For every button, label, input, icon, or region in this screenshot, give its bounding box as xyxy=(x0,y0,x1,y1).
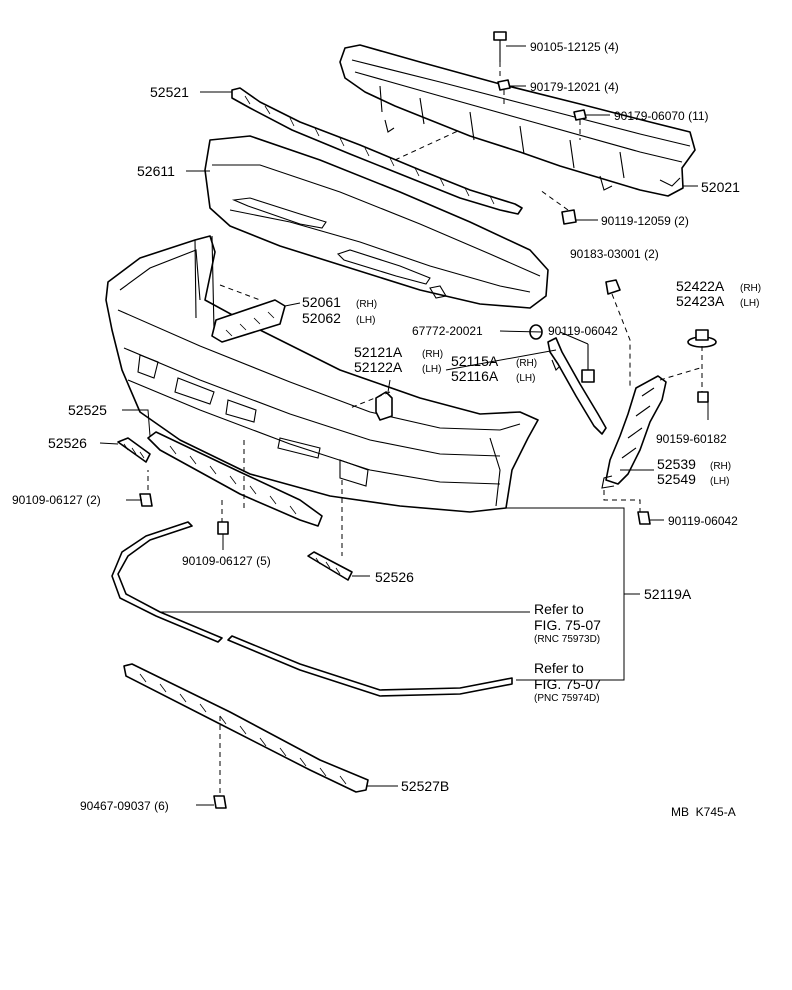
label-90105: 90105-12125 (4) xyxy=(530,40,619,54)
screw-90119-lower xyxy=(637,511,651,525)
label-90183: 90183-03001 (2) xyxy=(570,247,659,261)
trim-52526-right xyxy=(307,551,353,581)
label-52423A: 52423A xyxy=(676,293,725,309)
label-52021: 52021 xyxy=(701,179,740,195)
tag-52422A-rh: (RH) xyxy=(740,283,761,294)
tag-52122A-lh: (LH) xyxy=(422,364,441,375)
bumper-retainer-strip xyxy=(231,87,523,215)
label-52526-left: 52526 xyxy=(48,435,87,451)
label-52539: 52539 xyxy=(657,456,696,472)
side-support-52115A xyxy=(547,337,607,435)
label-90179b: 90179-06070 (11) xyxy=(614,109,709,123)
screw-90119-upper xyxy=(581,344,595,383)
tag-52061-rh: (RH) xyxy=(356,299,377,310)
bracket-52061 xyxy=(211,299,286,343)
label-90109b: 90109-06127 (5) xyxy=(182,554,271,568)
side-retainer-52539 xyxy=(601,375,667,489)
label-52526-right: 52526 xyxy=(375,569,414,585)
lower-spoiler-52525 xyxy=(147,431,323,527)
ref2-line3: (PNC 75974D) xyxy=(534,693,600,704)
bolt-90105 xyxy=(493,31,507,62)
label-90119b: 90119-06042 xyxy=(548,324,618,338)
label-52122A: 52122A xyxy=(354,359,403,375)
ref1-line2: FIG. 75-07 xyxy=(534,617,601,633)
alignment-lines xyxy=(147,62,703,796)
tag-52062-lh: (LH) xyxy=(356,315,375,326)
screw-90109-center xyxy=(217,521,229,535)
energy-absorber xyxy=(204,135,549,309)
fastener-52422A xyxy=(687,329,717,348)
ref2-line2: FIG. 75-07 xyxy=(534,676,601,692)
label-52062: 52062 xyxy=(302,310,341,326)
leader-lines xyxy=(99,45,709,806)
label-67772: 67772-20021 xyxy=(412,324,483,338)
part-labels: 90105-12125 (4) 90179-12021 (4) 90179-06… xyxy=(12,40,761,819)
label-90119c: 90119-06042 xyxy=(668,514,738,528)
screw-90467 xyxy=(213,795,227,809)
label-52121A: 52121A xyxy=(354,344,403,360)
bumper-cover xyxy=(105,235,539,513)
bracket-52121A xyxy=(375,391,393,421)
label-90159: 90159-60182 xyxy=(656,432,727,446)
label-52525: 52525 xyxy=(68,402,107,418)
tag-52121A-rh: (RH) xyxy=(422,349,443,360)
label-52061: 52061 xyxy=(302,294,341,310)
label-52521: 52521 xyxy=(150,84,189,100)
bolt-90119a xyxy=(561,209,577,225)
ref1-line3: (RNC 75973D) xyxy=(534,634,600,645)
label-52119A: 52119A xyxy=(644,586,692,602)
label-52116A: 52116A xyxy=(451,368,499,384)
nut-90179a xyxy=(497,79,511,91)
label-52422A: 52422A xyxy=(676,278,725,294)
lower-cover-52527B xyxy=(123,663,369,793)
tag-52549-lh: (LH) xyxy=(710,476,729,487)
label-52527B: 52527B xyxy=(401,778,449,794)
tag-52116A-lh: (LH) xyxy=(516,373,535,384)
molding-upper xyxy=(111,521,513,697)
label-52611: 52611 xyxy=(137,163,175,179)
ref1-line1: Refer to xyxy=(534,601,584,617)
label-90467: 90467-09037 (6) xyxy=(80,799,169,813)
label-52115A: 52115A xyxy=(451,353,499,369)
label-90119a: 90119-12059 (2) xyxy=(601,214,689,228)
ref2-line1: Refer to xyxy=(534,660,584,676)
screw-90159 xyxy=(697,391,709,403)
bumper-reinforcement xyxy=(339,44,696,197)
tag-52423A-lh: (LH) xyxy=(740,298,759,309)
screw-90109-left xyxy=(139,493,153,507)
diagram-id: MB K745-A xyxy=(671,805,736,819)
label-52549: 52549 xyxy=(657,471,696,487)
fastener-90183 xyxy=(605,279,621,295)
nut-90179b xyxy=(573,109,587,121)
label-90179a: 90179-12021 (4) xyxy=(530,80,619,94)
trim-52526-left xyxy=(117,437,151,463)
label-90109a: 90109-06127 (2) xyxy=(12,493,101,507)
tag-52115A-rh: (RH) xyxy=(516,358,537,369)
tag-52539-rh: (RH) xyxy=(710,461,731,472)
